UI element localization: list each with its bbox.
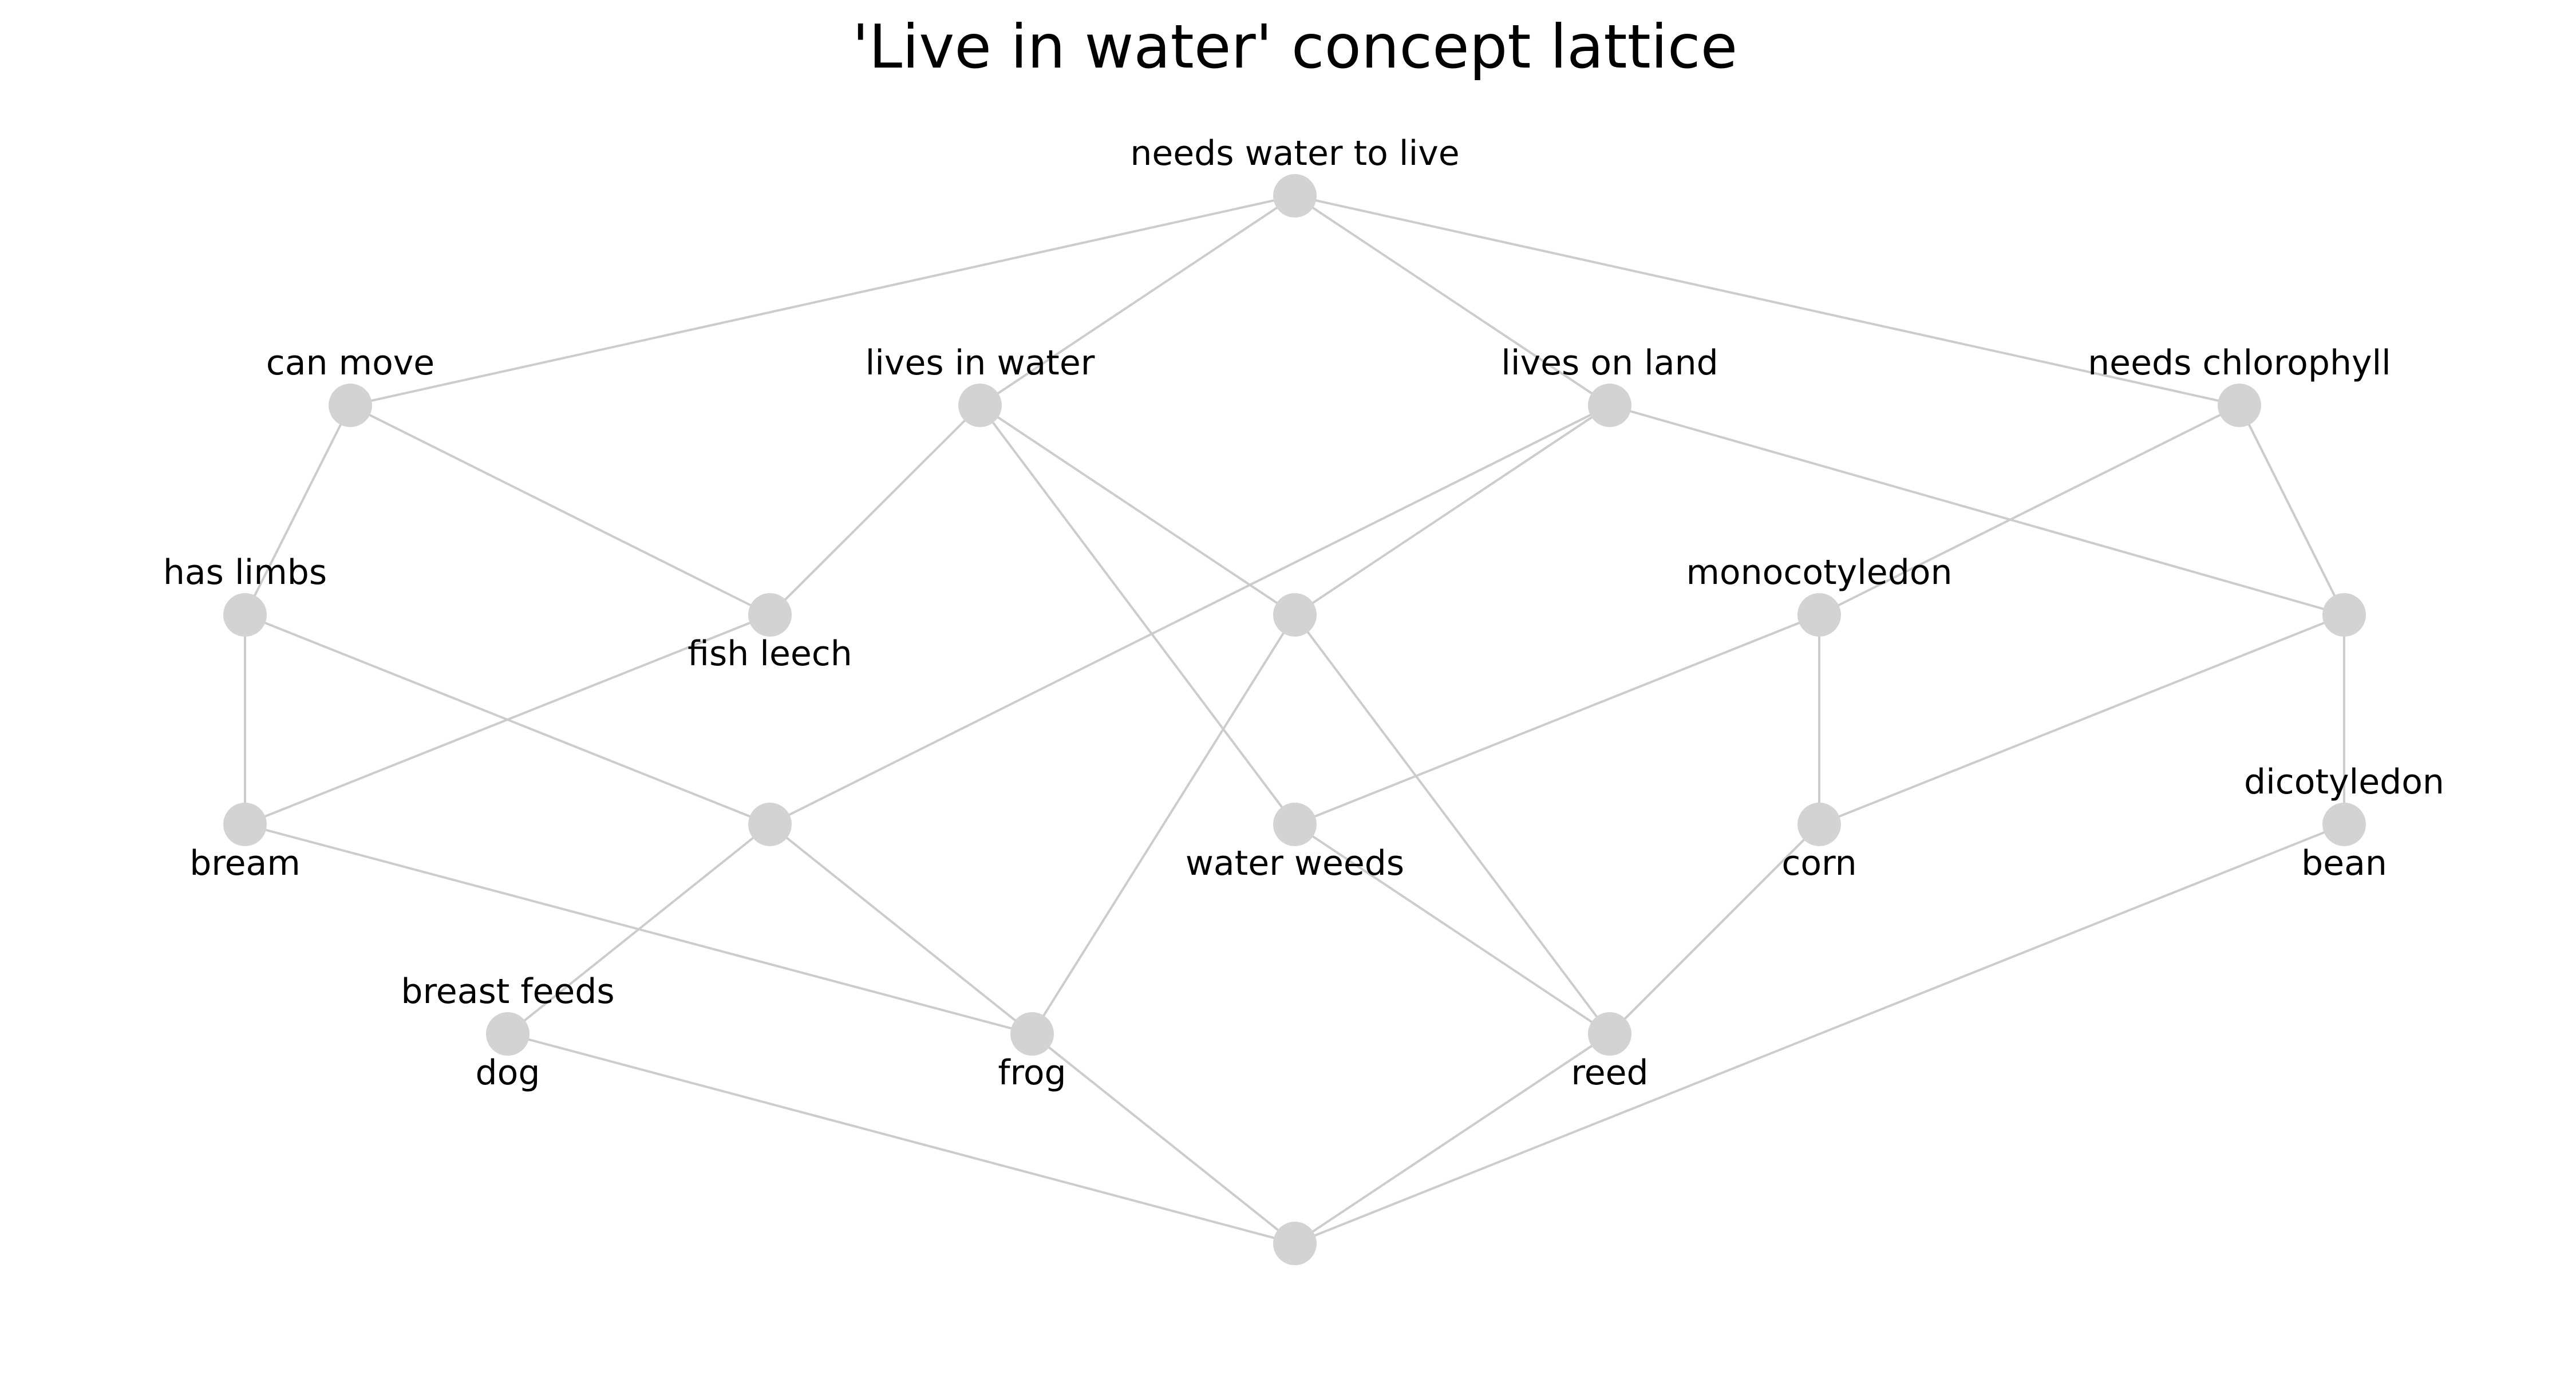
- edge-top-to-lives-on-land: [1294, 195, 1611, 406]
- node-label-below-water-weeds: water weeds: [1186, 843, 1404, 883]
- edge-needs-chlorophyll-to-land-chlorophyll: [2238, 405, 2345, 615]
- edge-water-land-mid-to-reed: [1294, 614, 1611, 1035]
- edge-top-to-needs-chlorophyll: [1294, 195, 2240, 406]
- edge-limbs-land-to-dog: [507, 823, 771, 1035]
- edge-fish-leech-to-bream: [244, 614, 771, 826]
- node-label-below-frog: frog: [998, 1053, 1066, 1093]
- edge-top-to-can-move: [350, 195, 1295, 406]
- edge-needs-chlorophyll-to-monocotyledon: [1819, 404, 2240, 616]
- edge-lives-in-water-to-fish-leech: [769, 404, 981, 616]
- node-limbs-land[interactable]: [748, 803, 792, 846]
- edge-can-move-to-has-limbs: [244, 405, 351, 615]
- node-label-below-dicotyledon: bean: [2301, 843, 2387, 883]
- node-bottom[interactable]: [1273, 1222, 1317, 1265]
- node-land-chlorophyll[interactable]: [2322, 593, 2366, 637]
- edge-dicotyledon-to-bottom: [1294, 823, 2345, 1245]
- node-label-above-dog: breast feeds: [401, 972, 614, 1012]
- node-label-above-can-move: can move: [266, 343, 434, 383]
- node-dicotyledon[interactable]: [2322, 803, 2366, 846]
- node-top[interactable]: [1273, 174, 1317, 218]
- node-label-above-needs-chlorophyll: needs chlorophyll: [2088, 343, 2391, 383]
- edge-water-weeds-to-reed: [1294, 823, 1611, 1035]
- node-label-above-lives-on-land: lives on land: [1501, 343, 1718, 383]
- edge-lives-in-water-to-water-weeds: [979, 404, 1296, 826]
- edge-reed-to-bottom: [1294, 1033, 1611, 1245]
- node-monocotyledon[interactable]: [1797, 593, 1841, 637]
- node-bream[interactable]: [223, 803, 267, 846]
- edge-lives-on-land-to-water-land-mid: [1294, 404, 1611, 616]
- node-corn[interactable]: [1797, 803, 1841, 846]
- edge-land-chlorophyll-to-corn: [1819, 614, 2345, 826]
- node-label-above-dicotyledon: dicotyledon: [2244, 762, 2444, 802]
- node-label-above-monocotyledon: monocotyledon: [1686, 552, 1952, 593]
- edge-can-move-to-fish-leech: [350, 404, 771, 616]
- edge-lives-in-water-to-water-land-mid: [979, 404, 1296, 616]
- labels-layer: needs water to live can move lives in wate…: [163, 133, 2444, 1093]
- node-frog[interactable]: [1010, 1012, 1054, 1056]
- nodes-layer: [223, 174, 2366, 1265]
- diagram-title: 'Live in water' concept lattice: [852, 12, 1738, 82]
- node-reed[interactable]: [1588, 1012, 1631, 1056]
- edge-corn-to-reed: [1609, 823, 1820, 1035]
- node-water-weeds[interactable]: [1273, 803, 1317, 846]
- node-label-above-top: needs water to live: [1130, 133, 1459, 173]
- node-water-land-mid[interactable]: [1273, 593, 1317, 637]
- node-fish-leech[interactable]: [748, 593, 792, 637]
- edge-top-to-lives-in-water: [979, 195, 1296, 406]
- node-label-above-lives-in-water: lives in water: [866, 343, 1095, 383]
- edge-limbs-land-to-frog: [769, 823, 1033, 1035]
- edge-water-land-mid-to-frog: [1031, 614, 1296, 1035]
- node-has-limbs[interactable]: [223, 593, 267, 637]
- node-lives-in-water[interactable]: [958, 384, 1002, 427]
- node-label-below-dog: dog: [476, 1053, 540, 1093]
- node-dog[interactable]: [486, 1012, 530, 1056]
- node-lives-on-land[interactable]: [1588, 384, 1631, 427]
- node-needs-chlorophyll[interactable]: [2218, 384, 2261, 427]
- node-label-below-bream: bream: [189, 843, 301, 883]
- edge-lives-on-land-to-limbs-land: [769, 404, 1610, 826]
- edges-layer: [244, 195, 2345, 1245]
- edge-lives-on-land-to-land-chlorophyll: [1609, 404, 2345, 616]
- edge-dog-to-bottom: [507, 1033, 1295, 1245]
- node-label-below-reed: reed: [1571, 1053, 1648, 1093]
- node-label-above-has-limbs: has limbs: [163, 552, 327, 593]
- node-label-below-corn: corn: [1781, 843, 1856, 883]
- edge-frog-to-bottom: [1031, 1033, 1296, 1245]
- node-can-move[interactable]: [329, 384, 372, 427]
- edge-monocotyledon-to-water-weeds: [1294, 614, 1820, 826]
- node-label-below-fish-leech: fish leech: [688, 634, 852, 674]
